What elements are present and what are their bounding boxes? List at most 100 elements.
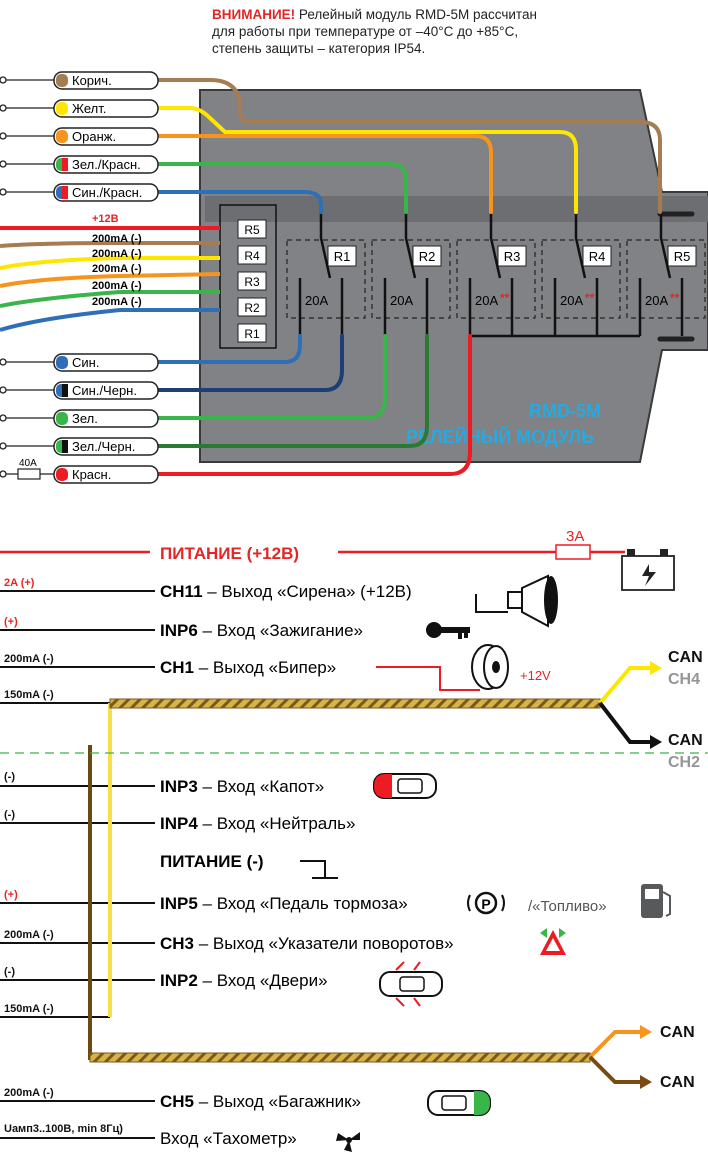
relay-rating-4: 20A (560, 293, 583, 308)
warning-note: ВНИМАНИЕ! Релейный модуль RMD-5M рассчит… (212, 6, 682, 57)
beeper-voltage: +12V (520, 668, 551, 683)
row-code-7: INP5 (160, 894, 198, 913)
note-3: 200mA (-) (4, 653, 54, 665)
svg-text:INP3 – Вход «Капот»: INP3 – Вход «Капот» (160, 777, 324, 796)
coil-wire-labels: +12В 200mA (-) 200mA (-) 200mA (-) 200mA… (92, 213, 142, 308)
coil-label-r4: R4 (244, 249, 260, 263)
coil-label-r1: R1 (244, 327, 260, 341)
warning-line3: степень защиты – категория IP54. (212, 41, 426, 56)
top-wire-label-2: Желт. (72, 101, 106, 116)
svg-text:Вход «Тахометр»: Вход «Тахометр» (160, 1129, 297, 1148)
car-hood-icon (373, 773, 437, 799)
can-label-5: CAN (660, 1024, 695, 1041)
coil-label-r3: R3 (244, 275, 260, 289)
module-model: RMD-5M (529, 401, 601, 421)
row-text-5: – Вход «Нейтраль» (198, 814, 356, 833)
svg-text:CH3 – Выход «Указатели поворот: CH3 – Выход «Указатели поворотов» (160, 934, 454, 953)
svg-text:INP6 – Вход «Зажигание»: INP6 – Вход «Зажигание» (160, 621, 363, 640)
beeper-icon (376, 644, 509, 691)
brake-pedal-icon: P (467, 891, 505, 915)
relay-rating-3: 20A (475, 293, 498, 308)
row-text-9: – Вход «Двери» (198, 971, 328, 990)
row-text-2: – Вход «Зажигание» (198, 621, 363, 640)
coil-current-3: 200mA (-) (92, 263, 142, 275)
relay-label-r4: R4 (589, 249, 606, 264)
relay-label-r5: R5 (674, 249, 691, 264)
relay-rating-2: 20A (390, 293, 413, 308)
note-9: (-) (4, 966, 15, 978)
top-wire-labels: Корич. Желт. Оранж. Зел./Красн. Син./Кра… (0, 71, 159, 202)
coil-plus-label: +12В (92, 213, 119, 225)
svg-text:CH11 – Выход «Сирена» (+12В): CH11 – Выход «Сирена» (+12В) (160, 582, 412, 601)
row-text-3: – Выход «Бипер» (194, 658, 336, 677)
car-doors-icon (379, 961, 443, 1007)
svg-text:INP2 – Вход «Двери»: INP2 – Вход «Двери» (160, 971, 328, 990)
bottom-wire-label-5: Красн. (72, 467, 111, 482)
can-label-1: CAN (668, 649, 703, 666)
coil-current-1: 200mA (-) (92, 233, 142, 245)
row-text-1: – Выход «Сирена» (+12В) (203, 582, 412, 601)
fuel-text: /«Топливо» (528, 898, 607, 915)
row-code-10: CH5 (160, 1092, 194, 1111)
relay-module: RMD-5M РЕЛЕЙНЫЙ МОДУЛЬ (199, 89, 708, 463)
svg-text:ПИТАНИЕ (-): ПИТАНИЕ (-) (160, 852, 264, 871)
relay-label-r2: R2 (419, 249, 436, 264)
bottom-wire-label-1: Син. (72, 355, 99, 370)
row-code-9: INP2 (160, 971, 198, 990)
warning-line1: Релейный модуль RMD-5M рассчитан (298, 7, 537, 22)
coil-current-2: 200mA (-) (92, 248, 142, 260)
row-text-7: – Вход «Педаль тормоза» (198, 894, 408, 913)
note-12: Uамп3..100В, min 8Гц) (4, 1123, 123, 1135)
bottom-wire-label-2: Син./Черн. (72, 383, 137, 398)
relay-rating-5: 20A (645, 293, 668, 308)
row-text-10: – Выход «Багажник» (194, 1092, 361, 1111)
row-text-11: Вход «Тахометр» (160, 1129, 297, 1148)
row-code-5: INP4 (160, 814, 198, 833)
note-8: 200mA (-) (4, 929, 54, 941)
top-wire-label-1: Корич. (72, 73, 112, 88)
relay-boxes: R1 R2 R3 R4 R5 20A 20A 20A ** 20A ** 20A… (286, 212, 706, 338)
svg-text:CH5 – Выход «Багажник»: CH5 – Выход «Багажник» (160, 1092, 361, 1111)
note-7: (+) (4, 889, 18, 901)
bottom-wire-label-4: Зел./Черн. (72, 439, 135, 454)
note-6: (-) (4, 809, 15, 821)
hazard-icon (540, 928, 566, 955)
left-notes: 2A (+) (+) 200mA (-) 150mA (-) (-) (-) (… (4, 577, 123, 1135)
battery-icon (621, 549, 675, 591)
note-11: 200mA (-) (4, 1087, 54, 1099)
relay-rating-1: 20A (305, 293, 328, 308)
warning-line2: для работы при температуре от –40°С до +… (212, 24, 519, 39)
row-code-6: ПИТАНИЕ (-) (160, 852, 264, 871)
function-rows: CH11 – Выход «Сирена» (+12В) INP6 – Вход… (160, 582, 454, 1148)
can-label-2: CH4 (668, 671, 700, 688)
svg-text:CH1 – Выход «Бипер»: CH1 – Выход «Бипер» (160, 658, 336, 677)
svg-text:P: P (481, 896, 490, 912)
coil-current-4: 200mA (-) (92, 280, 142, 292)
bottom-wire-paths (156, 334, 472, 476)
row-code-8: CH3 (160, 934, 194, 953)
row-code-1: CH11 (160, 582, 203, 601)
power-fuse-label: 3А (566, 528, 584, 545)
power-plus-line: ПИТАНИЕ (+12В) 3А (0, 528, 625, 563)
relay-rating-mark-4: ** (585, 291, 595, 305)
top-wire-paths (156, 78, 662, 214)
top-wire-label-3: Оранж. (72, 129, 116, 144)
top-wire-label-5: Син./Красн. (72, 185, 142, 200)
coil-label-r5: R5 (244, 223, 260, 237)
svg-text:INP4 – Вход «Нейтраль»: INP4 – Вход «Нейтраль» (160, 814, 356, 833)
relay-label-r1: R1 (334, 249, 351, 264)
can-label-3: CAN (668, 732, 703, 749)
row-code-4: INP3 (160, 777, 198, 796)
can-label-4: CH2 (668, 754, 700, 771)
relay-rating-mark-3: ** (500, 291, 510, 305)
power-plus-label: ПИТАНИЕ (+12В) (160, 544, 299, 563)
siren-icon (475, 574, 558, 628)
row-text-8: – Выход «Указатели поворотов» (194, 934, 454, 953)
can-bus-lower (89, 1025, 652, 1089)
warning-title: ВНИМАНИЕ! (212, 7, 296, 22)
svg-text:INP5 – Вход «Педаль тормоза»: INP5 – Вход «Педаль тормоза» (160, 894, 408, 913)
key-icon (426, 622, 470, 639)
bottom-wire-label-3: Зел. (72, 411, 98, 426)
row-text-4: – Вход «Капот» (198, 777, 324, 796)
